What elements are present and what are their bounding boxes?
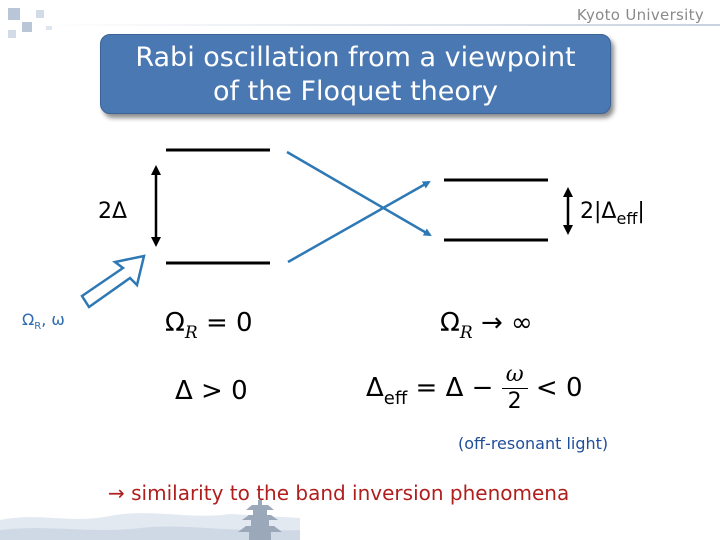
left-omega-equation: ΩR = 0	[165, 308, 253, 343]
left-gap-label: 2Δ	[98, 199, 128, 224]
header-divider	[40, 24, 720, 26]
off-resonant-note: (off-resonant light)	[458, 434, 609, 453]
institution-label: Kyoto University	[576, 6, 704, 24]
right-omega-equation: ΩR → ∞	[440, 308, 533, 343]
title-line-1: Rabi oscillation from a viewpoint	[135, 42, 576, 73]
light-input-arrow	[80, 254, 146, 309]
pagoda-icon	[238, 500, 282, 540]
crossing-arrow-down	[286, 150, 432, 237]
landscape-decoration	[0, 500, 300, 540]
conclusion-text: → similarity to the band inversion pheno…	[108, 481, 570, 505]
corner-decoration	[0, 0, 80, 60]
crossing-arrow-up	[287, 180, 431, 264]
right-gap-label: 2|Δeff|	[580, 199, 645, 228]
slide-title: Rabi oscillation from a viewpoint of the…	[100, 34, 611, 114]
left-delta-equation: Δ > 0	[175, 376, 248, 406]
title-line-2: of the Floquet theory	[213, 76, 498, 107]
light-parameters-label: ΩR, ω	[22, 310, 65, 333]
